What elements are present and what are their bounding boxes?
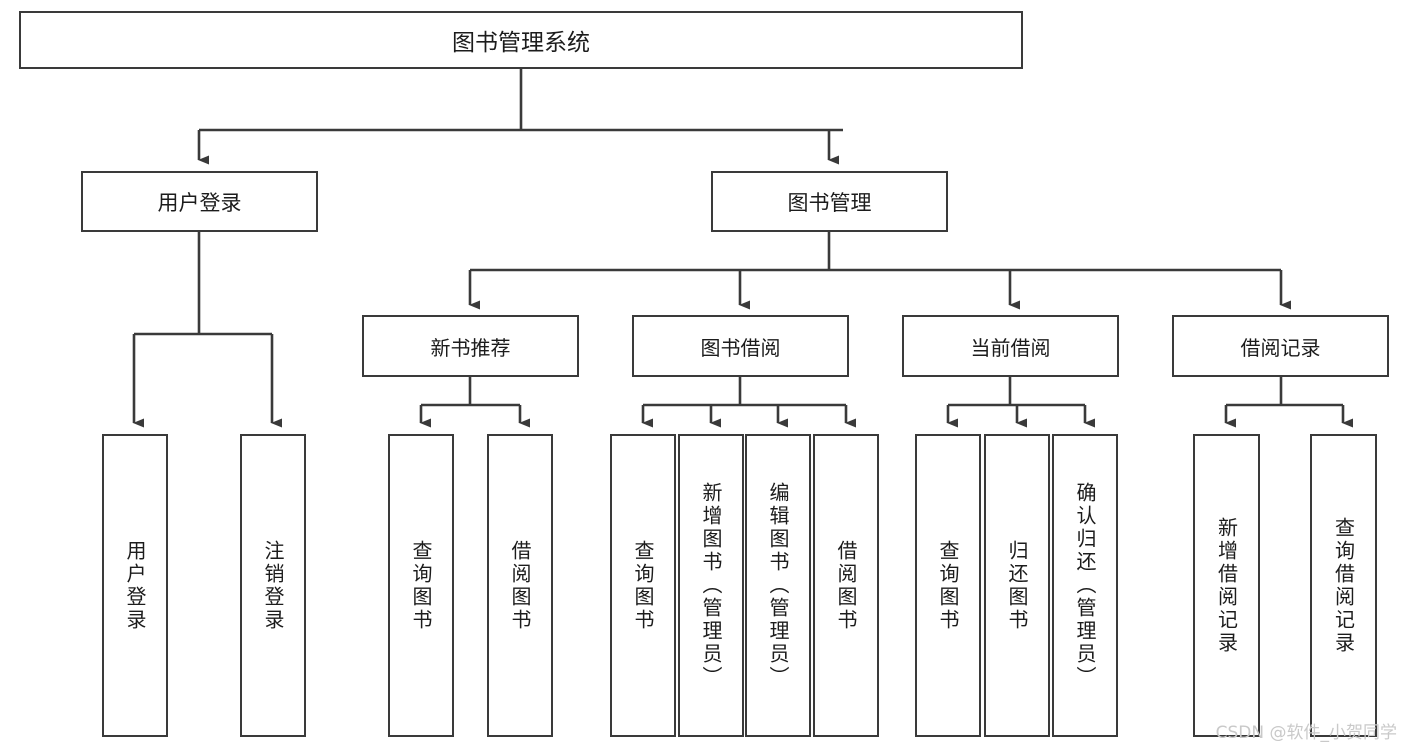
leaf-label: 查询借阅记录 xyxy=(1331,516,1356,655)
leaf-label: 借阅图书 xyxy=(508,539,532,632)
leaf-label: 新增图书（管理员） xyxy=(699,482,723,689)
leaf-record-add-record[interactable]: 新增借阅记录 xyxy=(1193,434,1260,737)
node-book-management[interactable]: 图书管理 xyxy=(711,171,948,232)
leaf-record-query-record[interactable]: 查询借阅记录 xyxy=(1310,434,1377,737)
leaf-current-query-book[interactable]: 查询图书 xyxy=(915,434,981,737)
leaf-current-return-book[interactable]: 归还图书 xyxy=(984,434,1050,737)
leaf-borrow-edit-book-admin[interactable]: 编辑图书（管理员） xyxy=(745,434,811,737)
node-borrow-record[interactable]: 借阅记录 xyxy=(1172,315,1389,377)
leaf-label: 确认归还（管理员） xyxy=(1073,482,1097,689)
leaf-current-confirm-return-admin[interactable]: 确认归还（管理员） xyxy=(1052,434,1118,737)
node-root-system[interactable]: 图书管理系统 xyxy=(19,11,1023,69)
leaf-label: 注销登录 xyxy=(261,539,285,632)
leaf-recommend-query-book[interactable]: 查询图书 xyxy=(388,434,454,737)
leaf-user-login-login[interactable]: 用户登录 xyxy=(102,434,168,737)
leaf-label: 借阅图书 xyxy=(834,539,858,632)
leaf-label: 查询图书 xyxy=(631,539,655,632)
leaf-borrow-borrow-book[interactable]: 借阅图书 xyxy=(813,434,879,737)
leaf-label: 新增借阅记录 xyxy=(1214,516,1239,655)
leaf-recommend-borrow-book[interactable]: 借阅图书 xyxy=(487,434,553,737)
leaf-borrow-query-book[interactable]: 查询图书 xyxy=(610,434,676,737)
leaf-label: 归还图书 xyxy=(1005,539,1029,632)
leaf-user-login-logout[interactable]: 注销登录 xyxy=(240,434,306,737)
leaf-label: 查询图书 xyxy=(936,539,960,632)
csdn-watermark: CSDN @软件_小贺同学 xyxy=(1215,723,1397,743)
leaf-label: 用户登录 xyxy=(123,539,147,632)
node-new-book-recommend[interactable]: 新书推荐 xyxy=(362,315,579,377)
leaf-borrow-add-book-admin[interactable]: 新增图书（管理员） xyxy=(678,434,744,737)
node-user-login[interactable]: 用户登录 xyxy=(81,171,318,232)
leaf-label: 编辑图书（管理员） xyxy=(766,482,790,689)
leaf-label: 查询图书 xyxy=(409,539,433,632)
node-current-borrow[interactable]: 当前借阅 xyxy=(902,315,1119,377)
node-book-borrow[interactable]: 图书借阅 xyxy=(632,315,849,377)
